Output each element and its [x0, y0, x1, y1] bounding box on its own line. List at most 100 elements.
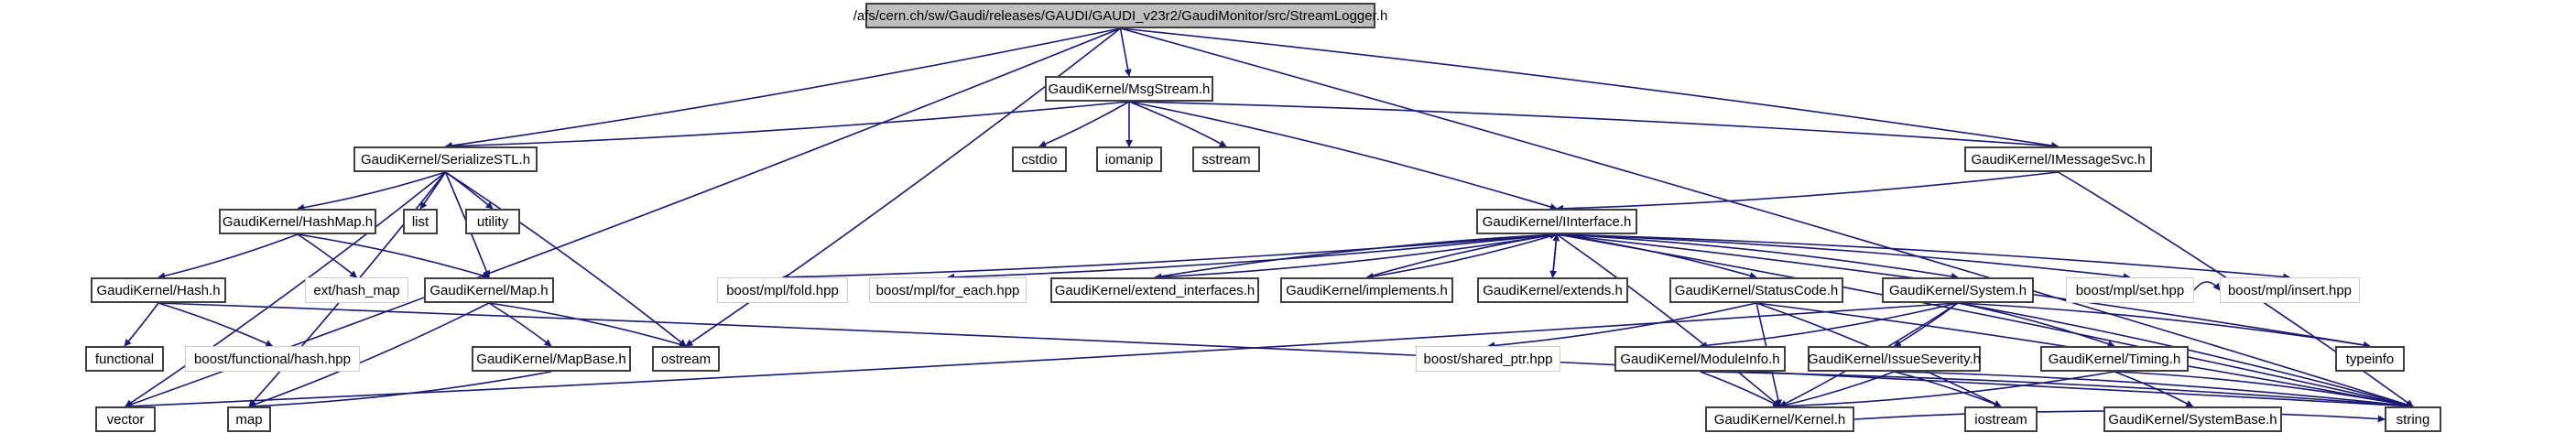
- graph-node-sstream[interactable]: sstream: [1192, 146, 1260, 172]
- graph-node-extends[interactable]: GaudiKernel/extends.h: [1477, 277, 1628, 303]
- edge-serializestl-to-utility: [445, 171, 494, 210]
- graph-node-iomanip[interactable]: iomanip: [1096, 146, 1162, 172]
- graph-node-label: functional: [94, 351, 155, 367]
- graph-node-label: GaudiKernel/extend_interfaces.h: [1054, 282, 1255, 298]
- graph-node-label: GaudiKernel/Timing.h: [2048, 351, 2181, 367]
- graph-node-implements[interactable]: GaudiKernel/implements.h: [1280, 277, 1453, 303]
- graph-node-typeinfo[interactable]: typeinfo: [2335, 346, 2405, 372]
- edge-timing-to-kernel: [1778, 371, 2115, 410]
- graph-node-mpl_set[interactable]: boost/mpl/set.hpp: [2066, 277, 2194, 303]
- edge-serializestl-to-hashmap: [297, 171, 446, 211]
- edge-msgstream-to-imessagesvc: [1128, 101, 2060, 150]
- graph-node-iinterface[interactable]: GaudiKernel/IInterface.h: [1476, 209, 1637, 234]
- edge-system-to-timing: [1957, 302, 2115, 348]
- graph-node-label: boost/functional/hash.hpp: [194, 351, 351, 367]
- graph-node-label: GaudiKernel/IMessageSvc.h: [1971, 151, 2146, 168]
- graph-node-mpl_insert[interactable]: boost/mpl/insert.hpp: [2220, 277, 2360, 303]
- graph-node-ostream[interactable]: ostream: [652, 346, 720, 372]
- graph-node-label: boost/mpl/fold.hpp: [726, 282, 839, 298]
- edge-hash-to-functional: [124, 302, 159, 347]
- edge-moduleinfo-to-kernel: [1700, 371, 1781, 407]
- edge-mpl_set-to-mpl_insert: [2193, 281, 2221, 291]
- edge-iinterface-to-string: [1556, 233, 2414, 409]
- graph-node-mapbase[interactable]: GaudiKernel/MapBase.h: [472, 346, 631, 372]
- edge-hashmap-to-ext_hash_map: [297, 233, 358, 278]
- edge-hashmap-to-hash: [158, 233, 299, 280]
- edge-imessagesvc-to-iinterface: [1556, 171, 2059, 212]
- graph-node-statuscode[interactable]: GaudiKernel/StatusCode.h: [1669, 277, 1843, 303]
- edge-serializestl-to-list: [419, 171, 447, 210]
- graph-node-label: iostream: [1974, 411, 2027, 428]
- graph-node-label: utility: [476, 213, 509, 230]
- graph-node-label: GaudiKernel/HashMap.h: [222, 213, 374, 230]
- graph-node-vector[interactable]: vector: [95, 406, 156, 432]
- graph-node-root[interactable]: /afs/cern.ch/sw/Gaudi/releases/GAUDI/GAU…: [853, 3, 1387, 28]
- graph-node-cstdio[interactable]: cstdio: [1012, 146, 1067, 172]
- graph-node-label: string: [2396, 411, 2430, 428]
- graph-node-label: GaudiKernel/SystemBase.h: [2108, 411, 2277, 428]
- graph-node-label: boost/mpl/insert.hpp: [2227, 282, 2353, 298]
- graph-node-label: iomanip: [1104, 151, 1154, 168]
- graph-node-label: map: [235, 411, 263, 428]
- edge-iinterface-to-mpl_set: [1556, 233, 2131, 281]
- graph-node-moduleinfo[interactable]: GaudiKernel/ModuleInfo.h: [1614, 346, 1786, 372]
- graph-node-shared_ptr[interactable]: boost/shared_ptr.hpp: [1416, 346, 1560, 372]
- graph-node-label: GaudiKernel/implements.h: [1286, 282, 1448, 298]
- edge-root-to-msgstream: [1119, 27, 1132, 77]
- edge-iinterface-to-system: [1556, 233, 1959, 280]
- graph-node-label: GaudiKernel/Map.h: [429, 282, 549, 298]
- graph-node-kernel[interactable]: GaudiKernel/Kernel.h: [1705, 406, 1854, 432]
- edge-iinterface-to-kernel: [1556, 233, 1781, 407]
- graph-node-label: list: [411, 213, 429, 230]
- edge-system-to-typeinfo: [1957, 302, 2371, 349]
- graph-node-label: GaudiKernel/MsgStream.h: [1048, 81, 1211, 97]
- graph-node-list[interactable]: list: [403, 209, 438, 234]
- graph-node-label: boost/mpl/set.hpp: [2075, 282, 2185, 298]
- graph-node-extend_interfaces[interactable]: GaudiKernel/extend_interfaces.h: [1050, 277, 1259, 303]
- edge-issueseverity-to-kernel: [1778, 371, 1895, 409]
- graph-node-timing[interactable]: GaudiKernel/Timing.h: [2040, 346, 2189, 372]
- graph-node-map_std[interactable]: map: [227, 406, 271, 432]
- graph-node-label: vector: [106, 411, 145, 428]
- edge-extend_interfaces-to-iinterface: [1154, 231, 1558, 278]
- edge-issueseverity-to-string: [1894, 371, 2414, 410]
- graph-node-ext_hash_map[interactable]: ext/hash_map: [305, 277, 408, 303]
- graph-node-serializestl[interactable]: GaudiKernel/SerializeSTL.h: [353, 146, 538, 172]
- graph-node-hashmap[interactable]: GaudiKernel/HashMap.h: [219, 209, 376, 234]
- graph-node-utility[interactable]: utility: [465, 209, 520, 234]
- graph-node-systembase[interactable]: GaudiKernel/SystemBase.h: [2103, 406, 2282, 432]
- edge-iinterface-to-mpl_for_each: [947, 233, 1558, 281]
- graph-node-imessagesvc[interactable]: GaudiKernel/IMessageSvc.h: [1964, 146, 2152, 172]
- graph-node-functional[interactable]: functional: [85, 346, 164, 372]
- edge-root-to-serializestl: [444, 27, 1121, 149]
- graph-node-label: ostream: [660, 351, 712, 367]
- graph-node-label: cstdio: [1021, 151, 1058, 168]
- graph-node-label: sstream: [1201, 151, 1251, 168]
- graph-node-label: GaudiKernel/Kernel.h: [1713, 411, 1846, 428]
- graph-node-label: boost/mpl/for_each.hpp: [875, 282, 1020, 298]
- edge-timing-to-systembase: [2114, 371, 2194, 407]
- graph-node-label: GaudiKernel/Hash.h: [96, 282, 221, 298]
- graph-node-iostream[interactable]: iostream: [1964, 406, 2038, 432]
- edge-iinterface-to-mpl_fold: [781, 233, 1558, 281]
- graph-node-label: GaudiKernel/StatusCode.h: [1674, 282, 1839, 298]
- graph-node-map_h[interactable]: GaudiKernel/Map.h: [424, 277, 554, 303]
- edge-system-to-issueseverity: [1893, 302, 1959, 347]
- graph-node-hash[interactable]: GaudiKernel/Hash.h: [91, 277, 226, 303]
- graph-node-boost_hash[interactable]: boost/functional/hash.hpp: [185, 346, 360, 372]
- edge-moduleinfo-to-string: [1700, 371, 2414, 410]
- graph-node-string[interactable]: string: [2385, 406, 2441, 432]
- edge-msgstream-to-serializestl: [444, 101, 1130, 150]
- edge-hash-to-boost_hash: [158, 302, 274, 347]
- edge-map_h-to-mapbase: [488, 302, 552, 347]
- graph-node-label: boost/shared_ptr.hpp: [1423, 351, 1553, 367]
- graph-node-mpl_fold[interactable]: boost/mpl/fold.hpp: [717, 277, 848, 303]
- graph-node-label: GaudiKernel/IssueSeverity.h: [1808, 351, 1981, 367]
- graph-node-msgstream[interactable]: GaudiKernel/MsgStream.h: [1045, 76, 1213, 102]
- graph-node-system[interactable]: GaudiKernel/System.h: [1882, 277, 2034, 303]
- graph-node-mpl_for_each[interactable]: boost/mpl/for_each.hpp: [869, 277, 1027, 303]
- edge-issueseverity-to-iostream: [1894, 371, 2002, 408]
- graph-node-issueseverity[interactable]: GaudiKernel/IssueSeverity.h: [1808, 346, 1981, 372]
- graph-node-label: GaudiKernel/IInterface.h: [1482, 213, 1632, 230]
